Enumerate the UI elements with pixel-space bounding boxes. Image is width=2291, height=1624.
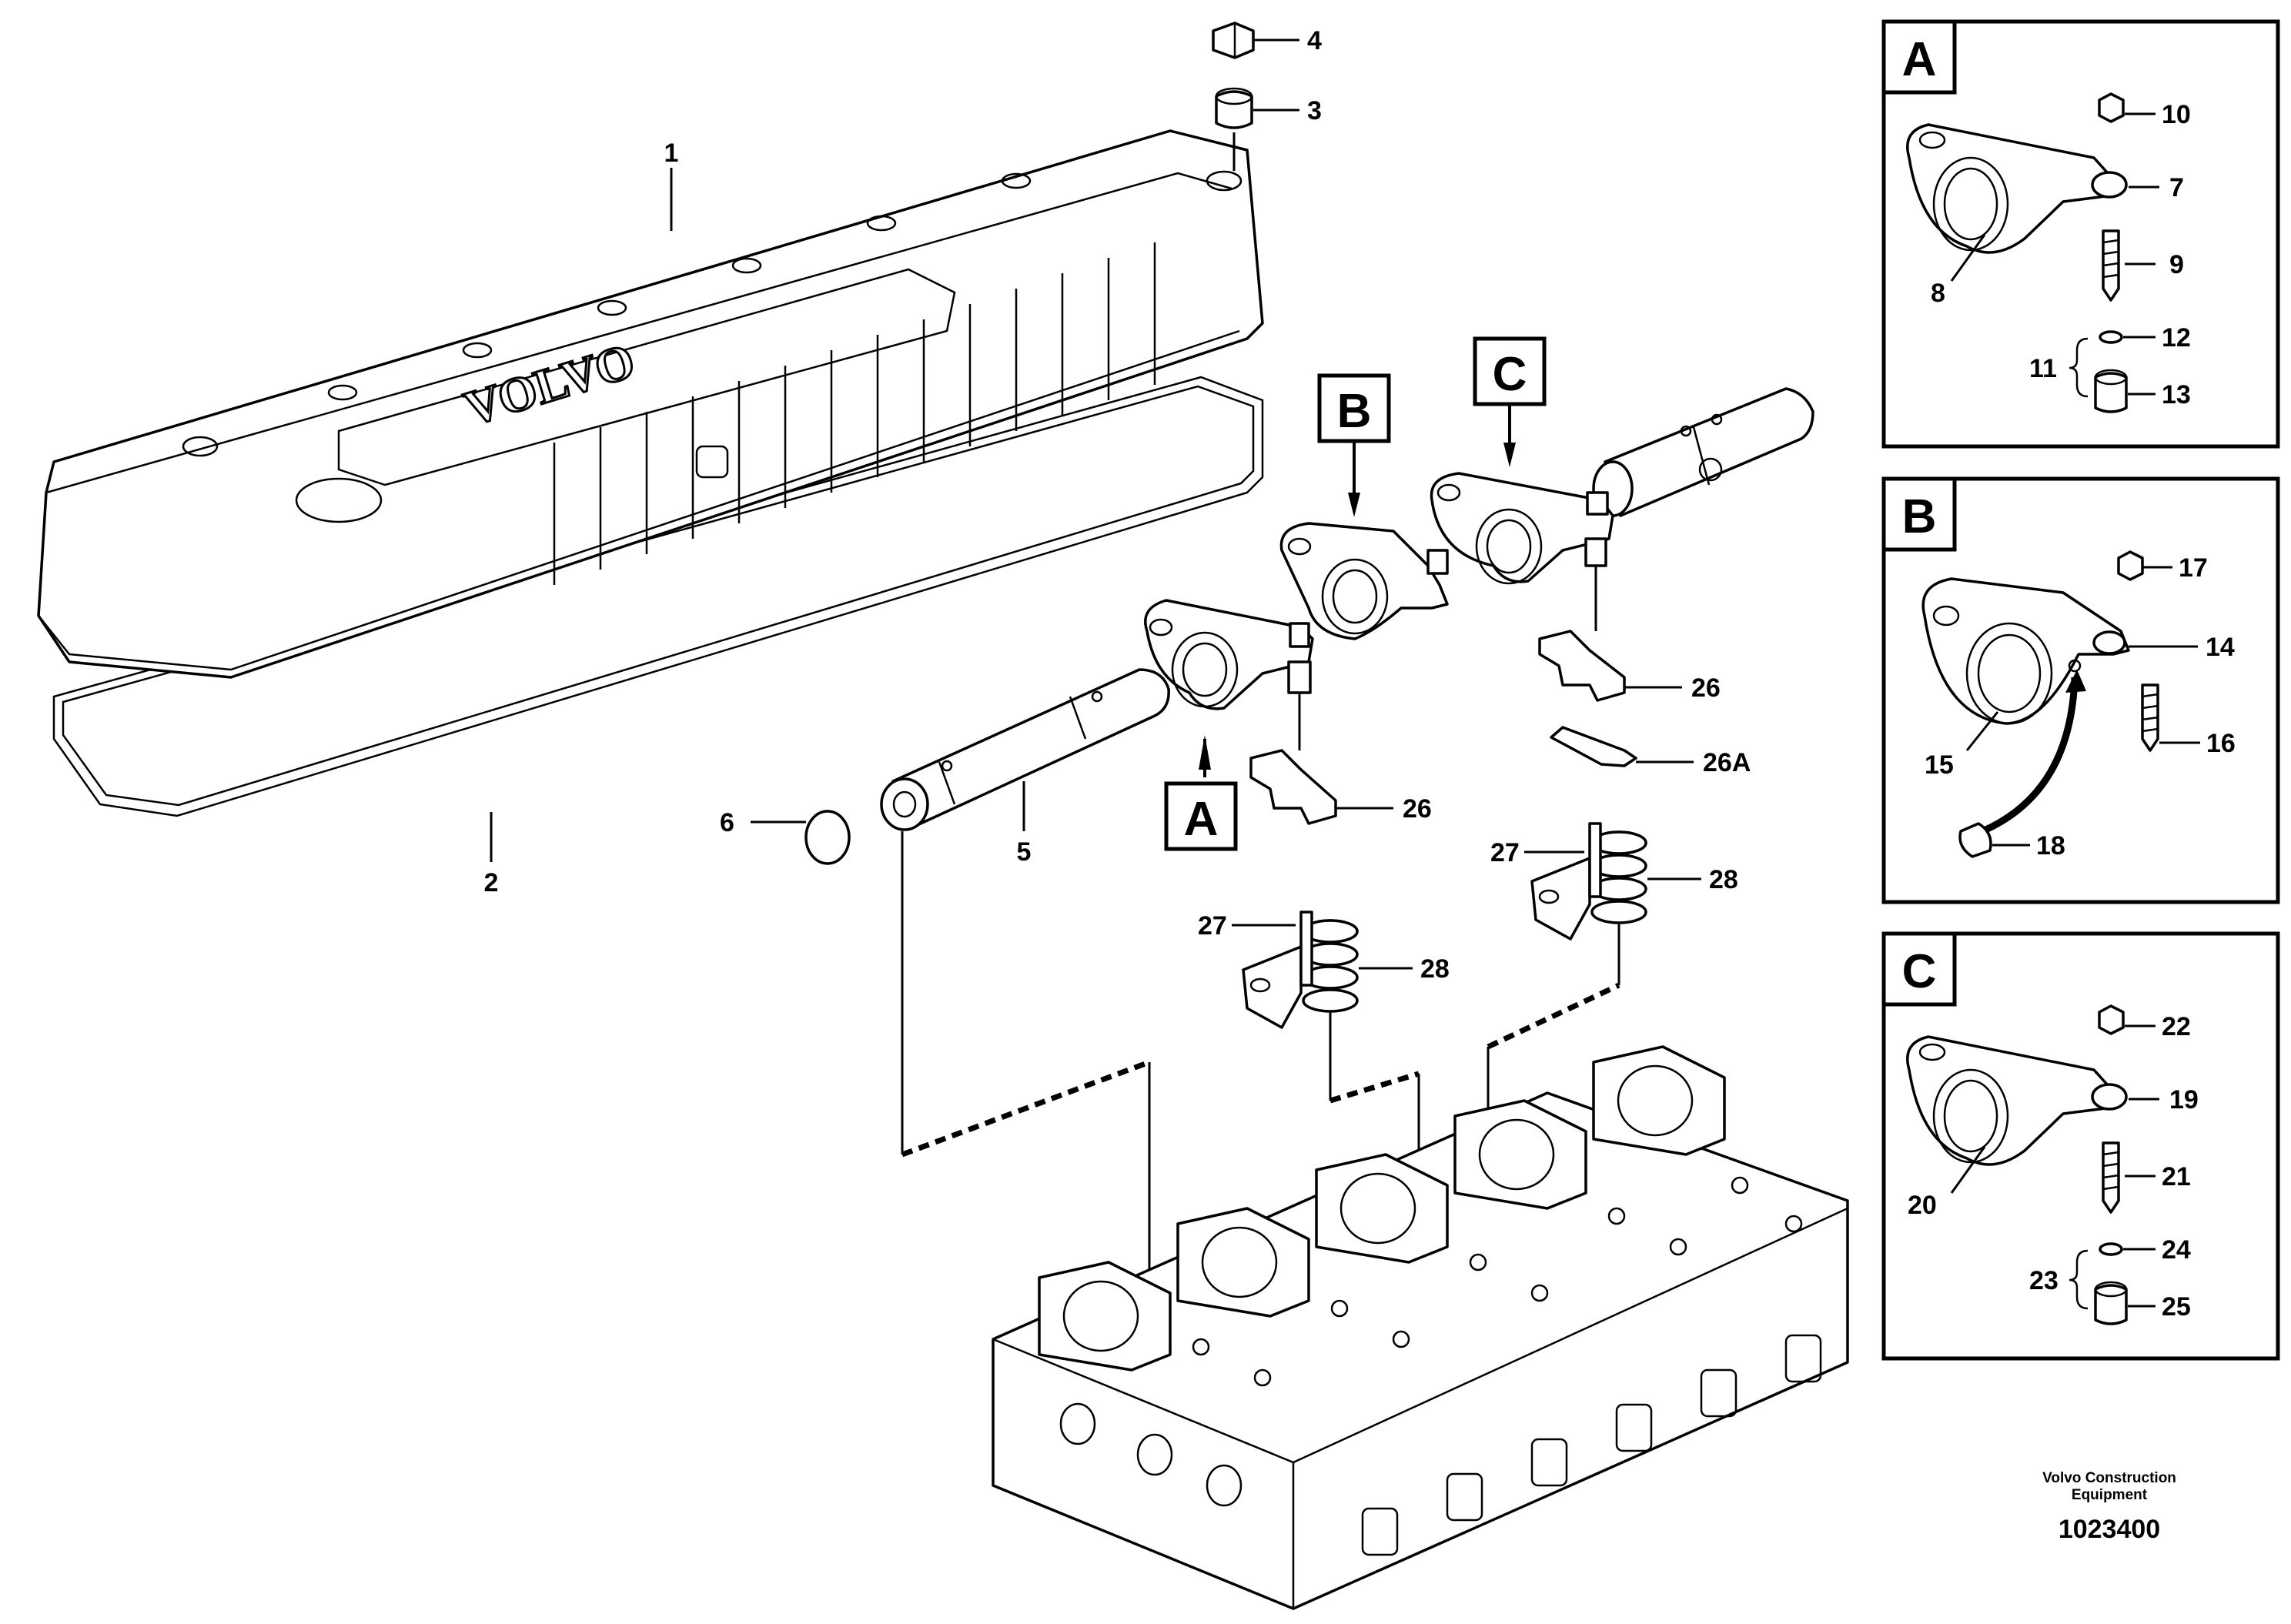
svg-text:2: 2 <box>484 868 499 897</box>
detail-panel-C: C 22 19 21 24 25 20 23 <box>1881 931 2280 1361</box>
svg-text:B: B <box>1337 385 1372 438</box>
svg-text:26A: 26A <box>1703 748 1751 777</box>
svg-text:26: 26 <box>1403 794 1432 824</box>
detail-panel-B: B 17 14 16 15 18 <box>1881 476 2280 904</box>
svg-text:1: 1 <box>664 139 679 168</box>
svg-text:8: 8 <box>1931 279 1945 308</box>
valve-cover: VOLVO <box>37 129 1264 679</box>
svg-text:9: 9 <box>2169 250 2184 279</box>
spring-seat-27-left <box>1242 911 1313 1029</box>
svg-text:5: 5 <box>1017 837 1032 867</box>
callout-26-left: 26 <box>1336 794 1432 824</box>
valve-spring-28-right <box>1590 830 1647 924</box>
svg-text:15: 15 <box>1925 750 1954 780</box>
svg-text:3: 3 <box>1307 96 1322 125</box>
publisher-line-2: Equipment <box>2071 1487 2148 1503</box>
nut-part-4 <box>1212 22 1255 59</box>
svg-text:16: 16 <box>2206 729 2236 758</box>
drawing-footer: Volvo Construction Equipment 1023400 <box>2002 1470 2217 1545</box>
svg-text:11: 11 <box>2029 354 2057 383</box>
svg-text:28: 28 <box>1709 865 1738 894</box>
publisher-line-1: Volvo Construction <box>2042 1470 2176 1486</box>
spacer-part-3 <box>1215 87 1253 129</box>
callout-27-right: 27 <box>1490 838 1584 867</box>
valve-spring-28-left <box>1302 919 1359 1013</box>
callout-5: 5 <box>1017 781 1032 867</box>
callout-1: 1 <box>664 139 679 231</box>
plug-part-6 <box>804 810 851 865</box>
svg-text:26: 26 <box>1691 673 1721 703</box>
svg-text:27: 27 <box>1490 838 1520 867</box>
svg-text:C: C <box>1902 945 1937 998</box>
callout-4: 4 <box>1253 26 1322 55</box>
svg-text:17: 17 <box>2179 553 2208 583</box>
svg-text:A: A <box>1902 33 1937 86</box>
svg-text:23: 23 <box>2029 1266 2059 1295</box>
rocker-arm-A-main <box>1144 599 1314 710</box>
svg-text:25: 25 <box>2162 1292 2191 1322</box>
svg-text:13: 13 <box>2162 380 2191 409</box>
valve-bridge-26-left <box>1249 749 1337 825</box>
svg-text:C: C <box>1493 348 1527 401</box>
callout-28-right: 28 <box>1647 865 1738 894</box>
svg-text:20: 20 <box>1908 1191 1937 1220</box>
svg-text:27: 27 <box>1198 911 1227 941</box>
valve-cover-gasket <box>52 376 1264 817</box>
svg-text:4: 4 <box>1307 26 1322 55</box>
svg-text:B: B <box>1902 490 1937 543</box>
callout-2: 2 <box>484 812 499 897</box>
drawing-number: 1023400 <box>2058 1515 2161 1544</box>
svg-text:6: 6 <box>720 808 734 837</box>
flag-B-main: B <box>1317 373 1391 517</box>
svg-text:10: 10 <box>2162 100 2191 129</box>
svg-text:A: A <box>1184 793 1219 846</box>
callout-26-right: 26 <box>1624 673 1721 703</box>
rocker-shaft-part-5 <box>880 668 1170 831</box>
svg-text:14: 14 <box>2206 633 2235 662</box>
callout-3: 3 <box>1253 96 1322 125</box>
svg-text:22: 22 <box>2162 1012 2191 1041</box>
valve-bridge-26-right <box>1538 630 1626 702</box>
svg-text:12: 12 <box>2162 323 2191 353</box>
cylinder-head <box>992 1045 1849 1610</box>
svg-text:28: 28 <box>1420 954 1450 984</box>
flag-C-main: C <box>1473 336 1547 467</box>
callout-6: 6 <box>720 808 806 837</box>
assembly-guide-lines <box>901 566 1620 1316</box>
rocker-arm-C-main <box>1430 472 1614 585</box>
callout-26A: 26A <box>1636 748 1751 777</box>
callout-28-left: 28 <box>1359 954 1450 984</box>
bridge-plate-26A <box>1550 726 1637 767</box>
svg-text:18: 18 <box>2036 831 2065 860</box>
spring-seat-27-right <box>1530 822 1602 941</box>
rocker-shaft-upper <box>1592 387 1814 517</box>
flag-A-main: A <box>1164 735 1238 851</box>
detail-panel-A: A 10 7 9 12 13 8 11 <box>1881 19 2280 449</box>
svg-text:19: 19 <box>2169 1085 2199 1114</box>
rocker-arm-B-main <box>1279 522 1449 640</box>
callout-27-left: 27 <box>1198 911 1296 941</box>
svg-text:7: 7 <box>2169 173 2184 202</box>
svg-text:24: 24 <box>2162 1235 2191 1265</box>
svg-text:21: 21 <box>2162 1162 2191 1191</box>
